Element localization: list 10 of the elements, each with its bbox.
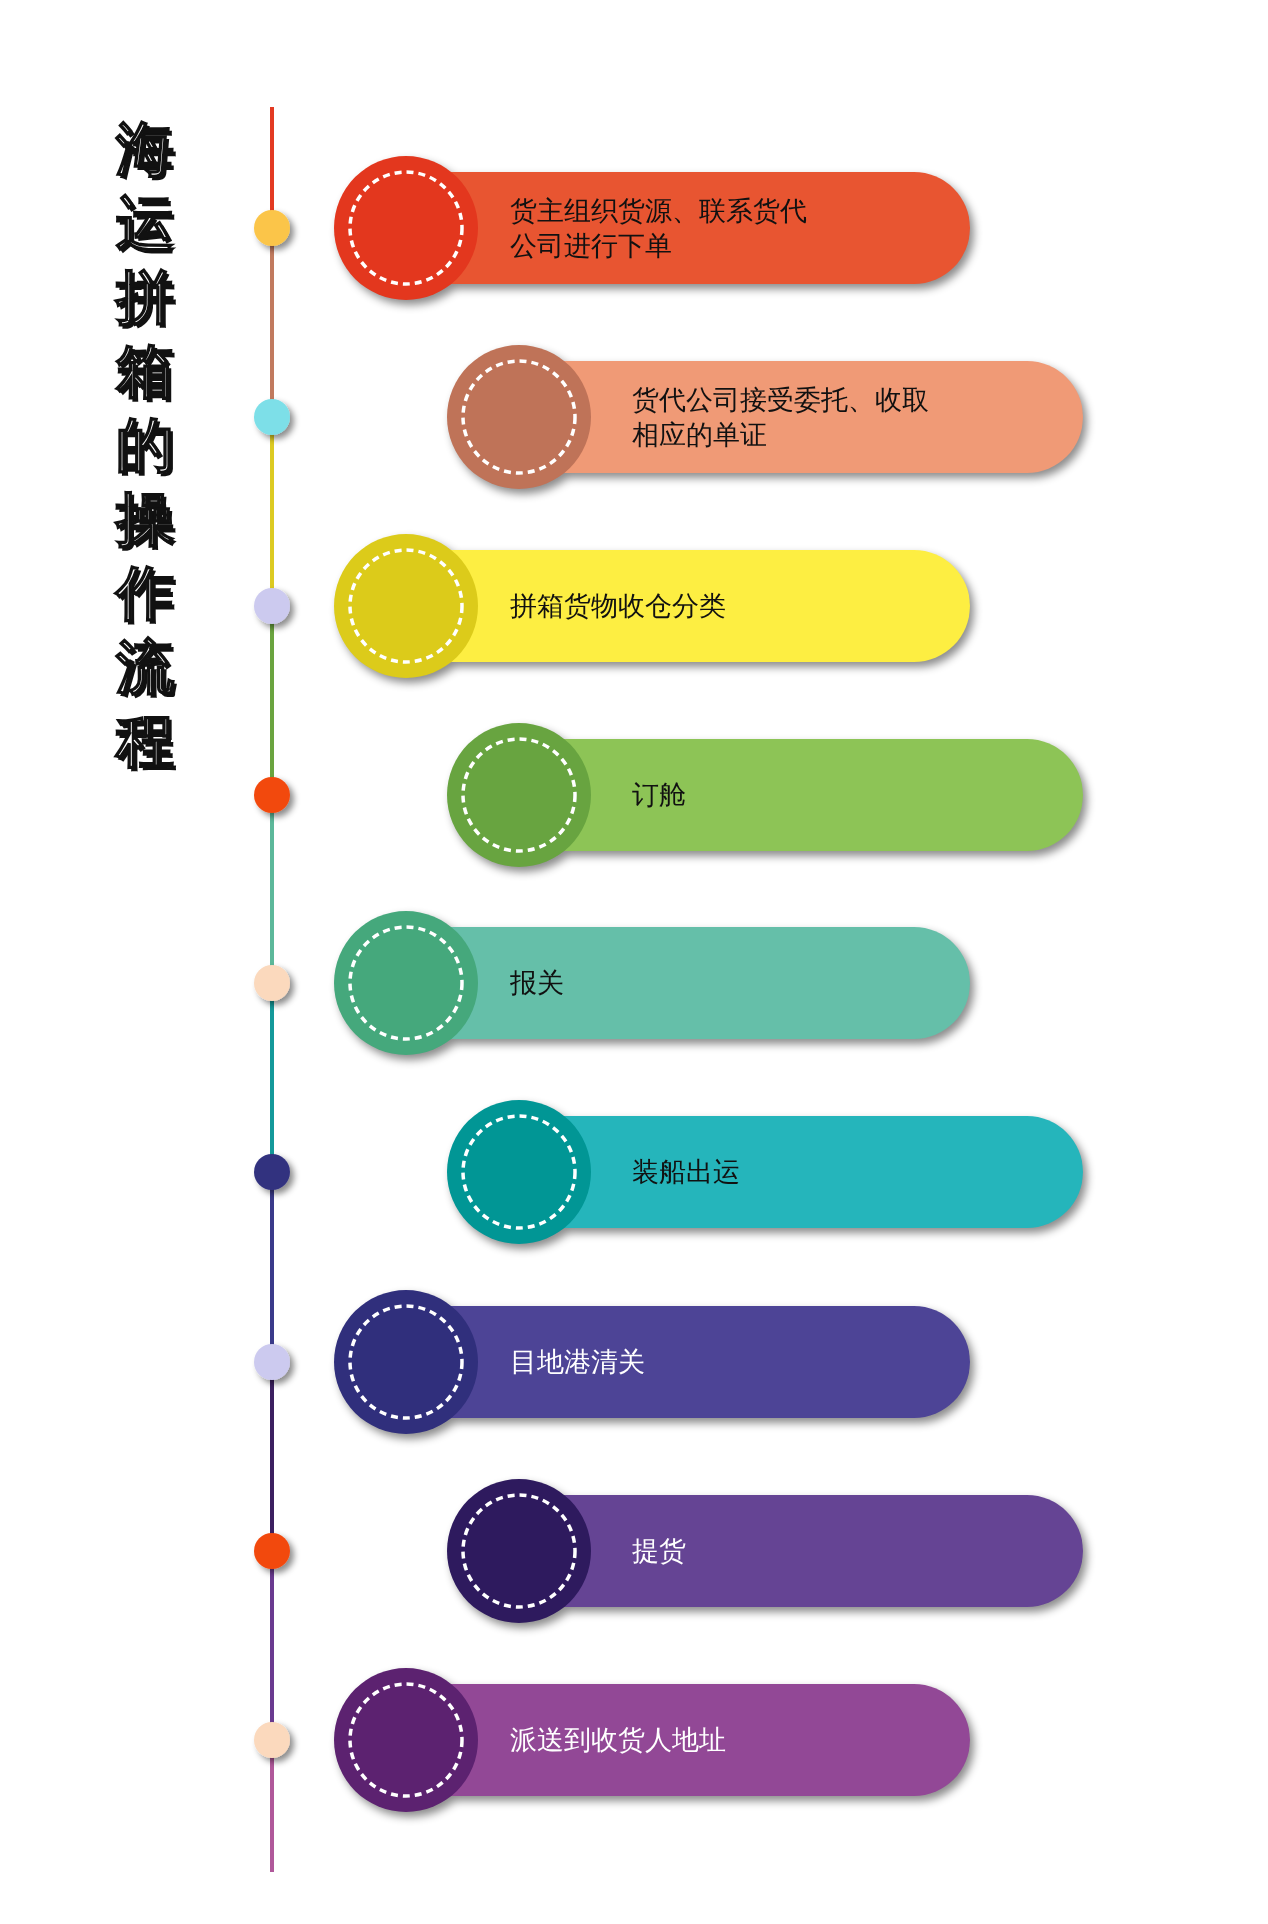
step-text: 装船出运 <box>632 1155 740 1190</box>
step-text: 报关 <box>510 966 564 1001</box>
step-text: 货主组织货源、联系货代公司进行下单 <box>510 193 808 263</box>
step-text: 提货 <box>632 1534 686 1569</box>
step-text: 订舱 <box>632 778 686 813</box>
title: 海运拼箱的操作流程 <box>114 114 175 777</box>
step-text: 派送到收货人地址 <box>510 1723 726 1758</box>
step-text: 拼箱货物收仓分类 <box>510 589 726 624</box>
step-text: 目地港清关 <box>510 1345 645 1380</box>
step-text: 货代公司接受委托、收取相应的单证 <box>632 382 930 452</box>
